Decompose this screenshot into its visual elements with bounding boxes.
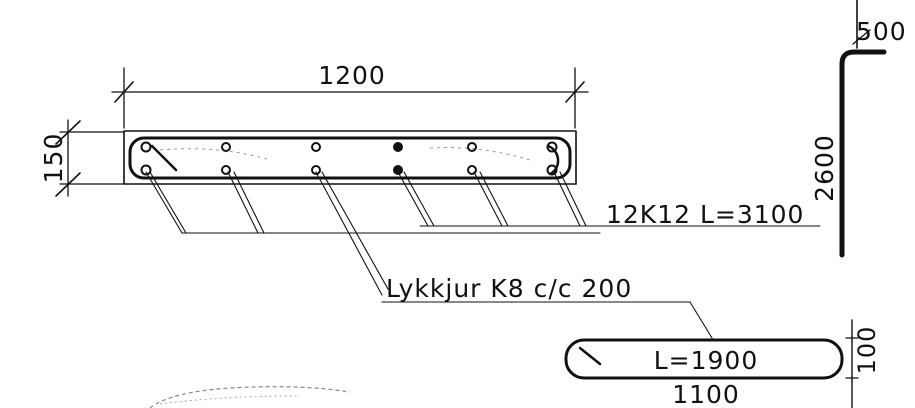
- rebar-dot: [546, 164, 558, 176]
- rebar-dot: [467, 165, 477, 175]
- rebar-dot: [546, 141, 558, 153]
- bar-top-length-label: 500: [856, 17, 907, 46]
- rebar-dot: [311, 142, 321, 152]
- rebar-dot: [221, 142, 231, 152]
- main-rebar-label: 12K12 L=3100: [606, 200, 804, 229]
- dimension-150: 150: [39, 119, 125, 197]
- stirrup-leader: Lykkjur K8 c/c 200: [315, 171, 713, 339]
- rebar-dot: [467, 142, 477, 152]
- faint-sketch: [149, 386, 351, 408]
- rebar-dot: [393, 142, 403, 152]
- rebar-dot: [311, 165, 321, 175]
- stirrup-width-label: 1100: [672, 380, 740, 408]
- dimension-width-label: 1200: [318, 61, 386, 90]
- vertical-bar-shape: 500 2600: [810, 0, 907, 258]
- stirrup-height-label: 100: [853, 326, 881, 375]
- rebar-dot: [393, 165, 403, 175]
- rebar-dot: [140, 164, 152, 176]
- rebar-dot: [221, 165, 231, 175]
- main-rebar-leaders: 12K12 L=3100: [145, 171, 821, 234]
- rebar-dot: [140, 141, 152, 153]
- dimension-height-label: 150: [39, 133, 68, 184]
- stirrup-label: Lykkjur K8 c/c 200: [386, 274, 632, 303]
- stirrup-length-label: L=1900: [654, 346, 759, 375]
- beam-section: [123, 130, 577, 185]
- dimension-1200: 1200: [111, 61, 589, 129]
- rebar-dots: [140, 141, 558, 176]
- stirrup-shape: L=1900 1100 100: [564, 319, 881, 408]
- bar-height-label: 2600: [810, 134, 839, 202]
